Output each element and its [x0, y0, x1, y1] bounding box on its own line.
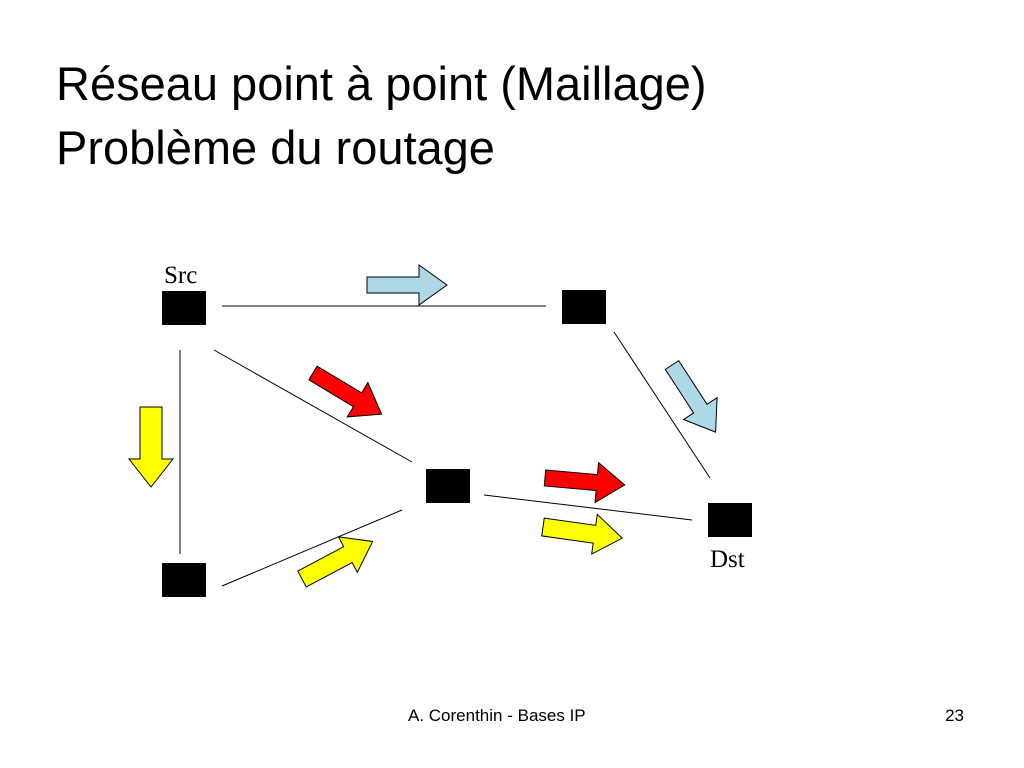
arrow-blue-right — [664, 359, 718, 433]
node-center — [426, 469, 470, 503]
arrow-red-horizontal — [543, 461, 626, 504]
src-label: Src — [164, 262, 197, 289]
link-center-dst — [483, 494, 693, 521]
link-bottom-left-center — [221, 509, 403, 587]
dst-label: Dst — [710, 546, 745, 573]
page-number: 23 — [945, 706, 964, 725]
slide-title: Réseau point à point (Maillage) Problème… — [56, 52, 956, 180]
links — [179, 305, 711, 587]
footer-author: A. Corenthin - Bases IP — [408, 706, 586, 725]
title-line-2: Problème du routage — [56, 121, 495, 174]
arrow-yellow-horizontal — [541, 513, 624, 555]
arrow-blue-top — [366, 264, 448, 306]
nodes — [162, 290, 752, 597]
arrow-yellow-down — [127, 406, 175, 488]
node-dst — [708, 503, 752, 537]
node-src — [162, 291, 206, 325]
link-top-right-dst — [613, 331, 711, 479]
arrow-red-diagonal — [308, 365, 383, 418]
node-top-right — [562, 290, 606, 324]
link-src-center — [213, 349, 413, 463]
arrow-yellow-diagonal — [297, 536, 374, 588]
title-line-1: Réseau point à point (Maillage) — [56, 57, 707, 110]
node-bottom-left — [162, 563, 206, 597]
